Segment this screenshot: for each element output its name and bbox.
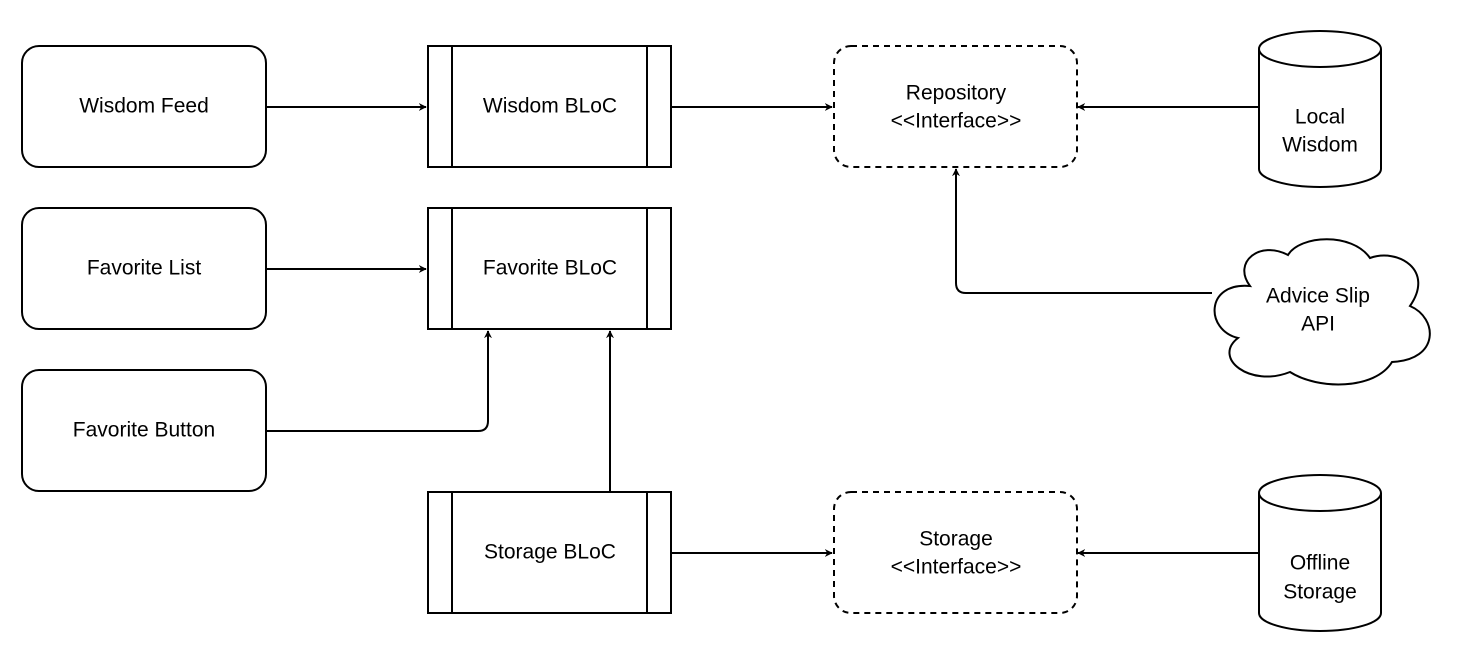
repository-interface-node: Repository <<Interface>> [833,45,1078,168]
offline-storage-label-line1: Offline [1290,552,1350,575]
offline-storage-label-line2: Storage [1283,581,1357,604]
wisdom-feed-label: Wisdom Feed [79,95,209,118]
local-wisdom-database: Local Wisdom [1258,30,1382,188]
local-wisdom-label-line2: Wisdom [1282,134,1358,157]
storage-name: Storage [919,528,993,551]
repository-name: Repository [906,82,1007,105]
favorite-list-node: Favorite List [21,207,267,330]
advice-slip-api-cloud: Advice Slip API [1213,238,1431,386]
favorite-list-label: Favorite List [87,257,202,280]
storage-interface-node: Storage <<Interface>> [833,491,1078,614]
wisdom-bloc-label: Wisdom BLoC [483,95,617,118]
advice-slip-api-label-line2: API [1301,313,1335,336]
repository-stereotype: <<Interface>> [891,110,1022,133]
storage-stereotype: <<Interface>> [891,556,1022,579]
wisdom-bloc-node: Wisdom BLoC [427,45,672,168]
wisdom-feed-node: Wisdom Feed [21,45,267,168]
local-wisdom-label-line1: Local [1295,106,1345,129]
edges [266,103,1258,557]
favorite-button-label: Favorite Button [73,419,215,442]
edge-advice-slip-api-to-repository [952,168,1212,294]
favorite-bloc-label: Favorite BLoC [483,257,617,280]
favorite-button-node: Favorite Button [21,369,267,492]
offline-storage-database: Offline Storage [1258,474,1382,632]
storage-bloc-node: Storage BLoC [427,491,672,614]
storage-bloc-label: Storage BLoC [484,541,616,564]
edge-favorite-button-to-favorite-bloc [266,330,492,432]
favorite-bloc-node: Favorite BLoC [427,207,672,330]
advice-slip-api-label-line1: Advice Slip [1266,285,1370,308]
